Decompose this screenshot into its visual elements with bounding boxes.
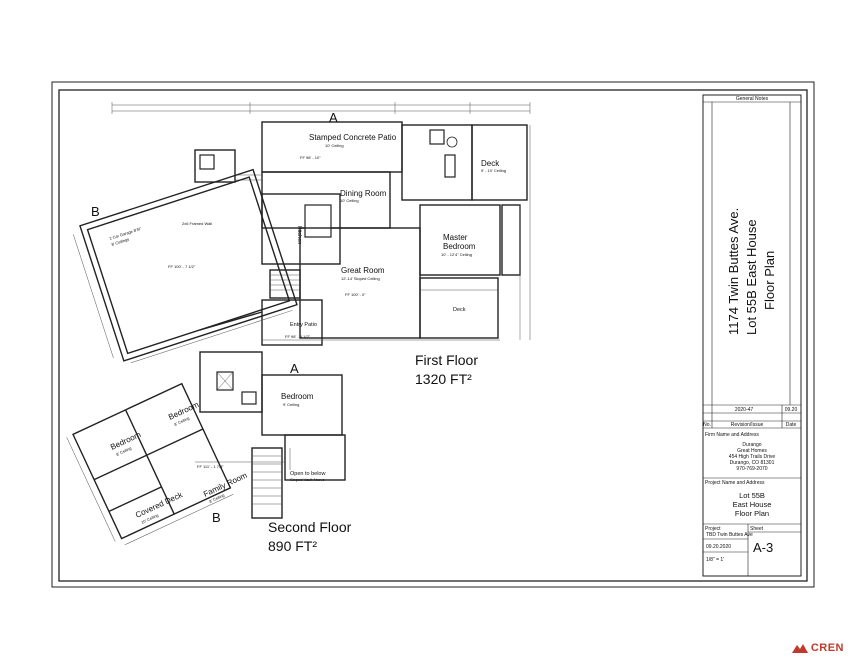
sheet-number: A-3: [753, 540, 773, 555]
second-floor-wing: [66, 382, 234, 546]
firm-line-2: Great Homes: [737, 448, 767, 454]
room-great: Great Room: [341, 266, 385, 275]
section-marker-b-second: B: [212, 510, 221, 525]
revision-date: 2020-47: [735, 407, 754, 413]
first-floor-label: First Floor: [415, 352, 478, 368]
framed-wall-note: 2x6 Framed Wall: [182, 221, 212, 226]
garage-rotated: [73, 168, 298, 364]
project-line-1: Lot 55B: [739, 491, 765, 500]
stair-second: [251, 447, 283, 519]
sheet-inner-border: [58, 89, 808, 582]
room-bedroom-left-note: 8' Ceiling: [115, 445, 132, 456]
section-marker-a-top: A: [329, 110, 338, 125]
cren-mountain-icon: [791, 644, 808, 653]
room-bedroom-mid-note: 8' Ceiling: [173, 415, 190, 426]
room-master-note: 10' - 12'4" Ceiling: [441, 252, 472, 257]
project-label: Project Name and Address: [705, 480, 765, 486]
revision-code: 09.20: [785, 407, 798, 413]
firm-line-1: Durango: [742, 442, 761, 448]
room-open-below-note: Sloped Vault Above: [290, 477, 325, 482]
revision-header-issue: Revision/Issue: [731, 422, 764, 428]
project-line-3: Floor Plan: [735, 509, 769, 518]
first-floor-plan: Stamped Concrete Patio 10' Ceiling FF 98…: [73, 102, 531, 387]
revision-header-no: No.: [703, 422, 711, 428]
room-great-note: 12'-14' Sloped Ceiling: [341, 276, 380, 281]
room-entry-patio: Entry Patio: [290, 322, 317, 328]
ff-entry-elevation: FF 98' - 4 1/2": [285, 334, 311, 339]
room-dining: Dining Room: [340, 189, 387, 198]
second-floor-label: Second Floor: [268, 519, 352, 535]
ff-second-elevation: FF 111' - 1 7/8": [197, 464, 224, 469]
second-floor-area: 890 FT²: [268, 538, 317, 554]
project-field-label: Project: [705, 526, 721, 532]
title-block: General Notes 1174 Twin Buttes Ave. Lot …: [702, 94, 802, 577]
room-stamped-patio: Stamped Concrete Patio: [309, 133, 397, 142]
room-master-line1: Master: [443, 233, 468, 242]
room-open-below: Open to below: [290, 471, 325, 477]
room-deck-top-note: 9' - 10' Ceiling: [481, 168, 506, 173]
cren-logo-text: CREN: [810, 642, 844, 654]
project-line-2: East House: [733, 500, 772, 509]
room-garage-note: 8' Ceilings: [111, 237, 130, 247]
sheet-label: Sheet: [750, 526, 764, 532]
ff-patio-elevation: FF 98' - 10": [300, 155, 321, 160]
vertical-title-line1: 1174 Twin Buttes Ave.: [726, 208, 741, 335]
ff-garage-elevation: FF 100' - 7 1/2": [168, 264, 196, 269]
firm-line-3: 454 High Trails Drive: [729, 454, 776, 460]
revision-header-date: Date: [786, 422, 797, 428]
firm-line-4: Durango, CO 81301: [730, 460, 775, 466]
vertical-title-line3: Floor Plan: [762, 251, 777, 310]
first-floor-area: 1320 FT²: [415, 371, 472, 387]
room-dining-note: 10' Ceiling: [340, 198, 359, 203]
section-marker-b-left: B: [91, 204, 100, 219]
firm-line-5: 970-769-2070: [736, 466, 767, 472]
ff-great-elevation: FF 100' - 0": [345, 292, 366, 297]
room-kitchen: Kitchen: [296, 226, 302, 244]
room-family-note: 8' Ceiling: [208, 492, 225, 503]
project-field-value: TBD Twin Buttes Ave: [706, 532, 753, 538]
room-stamped-patio-note: 10' Ceiling: [325, 143, 344, 148]
room-deck-bottom: Deck: [453, 307, 466, 313]
sheet-border: [51, 81, 815, 588]
cren-watermark: CREN: [791, 641, 844, 655]
firm-label: Firm Name and Address: [705, 432, 759, 438]
room-bedroom-main-note: 9' Ceiling: [283, 402, 299, 407]
section-marker-a-second: A: [290, 361, 299, 376]
date-field-value: 09.20.2020: [706, 544, 731, 550]
room-master-line2: Bedroom: [443, 242, 476, 251]
room-deck-top: Deck: [481, 159, 500, 168]
vertical-title-line2: Lot 55B East House: [744, 219, 759, 335]
general-notes-label: General Notes: [736, 96, 769, 102]
room-bedroom-main: Bedroom: [281, 392, 314, 401]
scale-field-value: 1/8" = 1': [706, 557, 724, 563]
